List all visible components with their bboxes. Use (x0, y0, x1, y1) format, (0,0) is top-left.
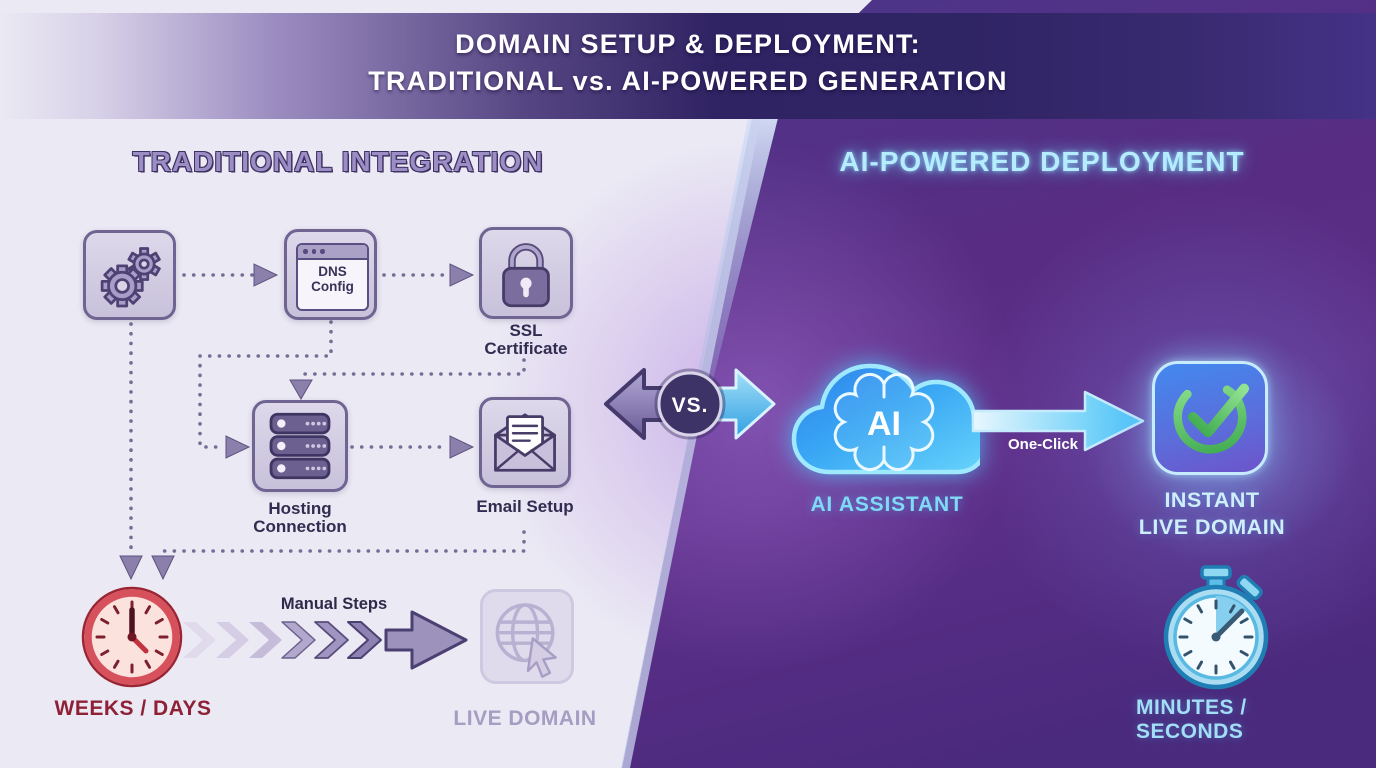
cursor-icon (526, 637, 557, 678)
instant-line2: LIVE DOMAIN (1138, 515, 1286, 539)
instant-live-domain-node (1152, 361, 1268, 475)
hosting-server-icon (269, 412, 331, 480)
dns-config-node: DNS Config (284, 229, 377, 320)
config-gears-node (83, 230, 176, 320)
connector-dns-hosting (198, 320, 333, 449)
ai-heading: AI-POWERED DEPLOYMENT (839, 146, 1245, 177)
email-envelope-icon (494, 413, 556, 472)
instant-live-domain-label: INSTANT LIVE DOMAIN (1102, 487, 1322, 541)
banner-title-line1: DOMAIN SETUP & DEPLOYMENT: (455, 29, 921, 59)
traditional-heading: TRADITIONAL INTEGRATION (132, 146, 544, 177)
email-setup-label: Email Setup (476, 497, 574, 516)
check-icon (1173, 380, 1250, 454)
one-click-arrow (971, 390, 1145, 452)
live-domain-node (480, 589, 574, 684)
arrowhead (449, 263, 475, 287)
arrowhead (151, 555, 175, 581)
minutes-seconds-label: MINUTES / SECONDS (1136, 696, 1247, 743)
arrowhead (289, 379, 313, 400)
dns-browser-icon: DNS Config (296, 243, 369, 311)
arrowhead (225, 435, 251, 459)
instant-line1: INSTANT (1164, 488, 1260, 512)
banner-title-line2: TRADITIONAL vs. AI-POWERED GENERATION (368, 66, 1008, 96)
weeks-days-label: WEEKS / DAYS (54, 697, 212, 720)
arrowhead (449, 435, 475, 459)
live-domain-label: LIVE DOMAIN (453, 707, 597, 730)
stopwatch-icon (1163, 565, 1269, 690)
hosting-connection-node (252, 400, 348, 492)
browser-dot (311, 249, 316, 254)
ai-assistant-label: AI ASSISTANT (810, 493, 964, 516)
connector-ssl-hosting (299, 358, 526, 378)
arrowhead (119, 555, 143, 581)
title-banner: DOMAIN SETUP & DEPLOYMENT: TRADITIONAL v… (0, 13, 1376, 119)
brain-icon (833, 372, 935, 472)
email-setup-node (479, 397, 571, 488)
manual-steps-arrow (183, 610, 468, 670)
clock-icon (81, 586, 183, 688)
ai-cloud-icon: AI (788, 352, 980, 488)
globe-cursor-icon (495, 603, 557, 678)
ssl-certificate-node (479, 227, 573, 319)
connector-email-clock (161, 530, 526, 554)
gears-icon (100, 247, 161, 308)
vs-badge: VS. (604, 368, 776, 440)
ssl-certificate-label: SSL Certificate (484, 321, 568, 358)
manual-steps-label: Manual Steps (280, 595, 388, 613)
one-click-label: One-Click (1007, 436, 1079, 453)
hosting-connection-label: Hosting Connection (253, 499, 347, 536)
browser-dot (303, 249, 308, 254)
browser-titlebar (298, 245, 367, 260)
arrowhead (253, 263, 279, 287)
ssl-lock-icon (502, 243, 550, 308)
browser-dot (320, 249, 325, 254)
dns-config-label: DNS Config (311, 264, 354, 294)
